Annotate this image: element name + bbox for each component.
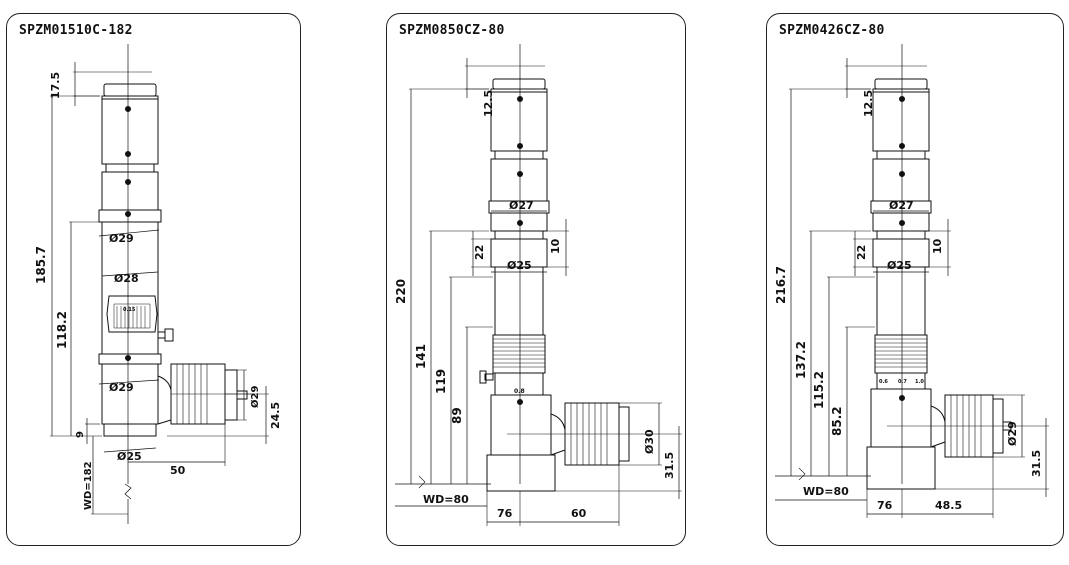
dim-50: 50 [170,464,186,477]
dim-diam-29a: Ø29 [109,232,134,245]
dim-wd: WD=80 [423,493,469,506]
panel-title: SPZM01510C-182 [19,23,133,38]
dim-top: 12.5 [482,90,495,117]
dim-overall: 216.7 [774,266,788,304]
drawing-panel-2: SPZM0850CZ-80 [386,13,686,546]
dim-top: 17.5 [49,72,62,99]
dim-76: 76 [877,499,893,512]
dim-diam-30: Ø30 [643,429,656,454]
drawing-panel-3: SPZM0426CZ-80 [766,13,1064,546]
panel-title: SPZM0850CZ-80 [399,23,505,38]
dim-diam-29b: Ø29 [109,381,134,394]
lens-drawing-3: 12.5 216.7 137.2 115.2 85.2 22 10 Ø27 Ø2… [774,44,1049,518]
drawing-panel-1: SPZM01510C-182 [6,13,301,546]
dim-89: 89 [450,407,464,424]
lens-drawing-2: 12.5 220 141 119 89 22 10 Ø27 Ø25 Ø30 31… [394,44,682,526]
dim-48-5: 48.5 [935,499,962,512]
ring-scale-label: 0.8 [514,388,525,395]
panel-title: SPZM0426CZ-80 [779,23,885,38]
dim-diam-25: Ø25 [887,259,912,272]
dim-wd: WD=182 [83,461,94,510]
dim-diam-25: Ø25 [507,259,532,272]
ring-scale-label-2: 0.7 [898,379,907,385]
dim-22: 22 [855,245,868,260]
dim-22: 22 [473,245,486,260]
dim-base: 9 [75,431,86,438]
dim-76: 76 [497,507,513,520]
ring-scale-label-3: 1.0 [915,379,924,385]
dim-diam-25: Ø25 [117,450,142,463]
dim-60: 60 [571,507,587,520]
dim-overall: 185.7 [34,246,48,284]
ring-scale-label-1: 0.6 [879,379,888,385]
lens-drawing-1: 17.5 185.7 118.2 9 Ø29 Ø28 Ø29 Ø29 24.5 … [34,44,282,524]
dim-10: 10 [931,238,944,254]
dim-137-2: 137.2 [794,341,808,379]
dim-diam-27: Ø27 [889,199,914,212]
dim-85-2: 85.2 [830,406,844,436]
dim-diam-29c: Ø29 [249,386,261,408]
dim-10: 10 [549,238,562,254]
dim-141: 141 [414,344,428,369]
dim-24-5: 24.5 [269,402,282,429]
dim-31-5: 31.5 [1030,450,1043,477]
dim-31-5: 31.5 [663,452,676,479]
dim-top: 12.5 [862,90,875,117]
dim-115-2: 115.2 [812,371,826,409]
dim-diam-28: Ø28 [114,272,139,285]
dim-119: 119 [434,369,448,394]
dim-diam-29: Ø29 [1006,421,1019,446]
dim-mid: 118.2 [55,311,69,349]
dim-diam-27: Ø27 [509,199,534,212]
knob-scale-label: 0.15 [123,307,136,313]
dim-overall: 220 [394,279,408,304]
dim-wd: WD=80 [803,485,849,498]
